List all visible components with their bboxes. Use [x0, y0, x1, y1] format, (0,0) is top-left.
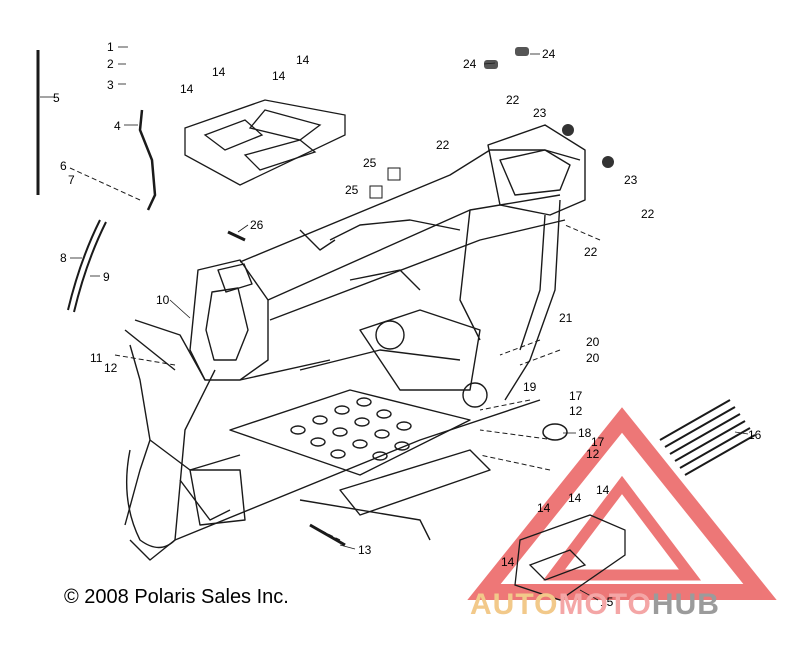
- callout-14-a: 14: [212, 65, 226, 79]
- callout-17-b: 17: [591, 435, 605, 449]
- callout-10: 10: [156, 293, 170, 307]
- callout-3: 3: [107, 78, 114, 92]
- callout-25-a: 25: [363, 156, 377, 170]
- callout-14-b: 14: [272, 69, 286, 83]
- callout-1: 1: [107, 40, 114, 54]
- callout-14-c: 14: [296, 53, 310, 67]
- callout-22-b: 22: [436, 138, 450, 152]
- part-callouts: 1 2 3 4 5 6 7 8 9 10 11 12 13 14 14 14 1…: [53, 40, 762, 609]
- callout-14-d: 14: [180, 82, 194, 96]
- callout-5: 5: [53, 91, 60, 105]
- callout-12-a: 12: [104, 361, 118, 375]
- callout-leaders: [40, 46, 749, 601]
- cable-part-8: [67, 219, 101, 311]
- callout-18: 18: [578, 426, 592, 440]
- callout-17-a: 17: [569, 389, 583, 403]
- callout-20-a: 20: [586, 335, 600, 349]
- top-plate-cover: [184, 99, 346, 186]
- callout-8: 8: [60, 251, 67, 265]
- grommet-part-23-b: [602, 156, 614, 168]
- bushing-part-25-a: [387, 167, 401, 181]
- callout-4: 4: [114, 119, 121, 133]
- grommet-part-23-a: [562, 124, 574, 136]
- callout-14-h: 14: [501, 555, 515, 569]
- lever-part-4: [138, 109, 157, 211]
- floor-holes: [290, 397, 412, 461]
- callout-22-a: 22: [506, 93, 520, 107]
- callout-24-a: 24: [463, 57, 477, 71]
- cap-part-24-b: [515, 47, 529, 56]
- callout-22-d: 22: [584, 245, 598, 259]
- cable-part-9: [73, 221, 107, 313]
- callout-13: 13: [358, 543, 372, 557]
- callout-25-b: 25: [345, 183, 359, 197]
- callout-14-g: 14: [537, 501, 551, 515]
- mount-part-18: [542, 423, 568, 441]
- bolt-part-13: [309, 523, 346, 547]
- callout-9: 9: [103, 270, 110, 284]
- main-frame: [124, 124, 586, 561]
- callout-16: 16: [748, 428, 762, 442]
- callout-26: 26: [250, 218, 264, 232]
- watermark-part-auto: AUTO: [470, 588, 559, 621]
- callout-22-c: 22: [641, 207, 655, 221]
- watermark-part-hub: HUB: [651, 588, 720, 621]
- callout-24-b: 24: [542, 47, 556, 61]
- callout-11: 11: [90, 351, 103, 365]
- callout-6: 6: [60, 159, 67, 173]
- callout-12-c: 12: [586, 447, 600, 461]
- watermark-text: AUTOMOTOHUB: [470, 588, 720, 622]
- callout-7: 7: [68, 173, 75, 187]
- callout-23-a: 23: [533, 106, 547, 120]
- skid-plate-part-15: [514, 514, 626, 601]
- callout-14-f: 14: [596, 483, 610, 497]
- watermark-part-moto: MOTO: [558, 588, 652, 621]
- callout-23-b: 23: [624, 173, 638, 187]
- bushing-part-25-b: [369, 185, 383, 199]
- pin-part-26: [227, 230, 246, 242]
- callout-21: 21: [559, 311, 573, 325]
- callout-12-b: 12: [569, 404, 583, 418]
- cap-part-24-a: [484, 60, 498, 69]
- leader-lines: [69, 167, 601, 541]
- straps-part-16: [659, 399, 756, 476]
- callout-2: 2: [107, 57, 114, 71]
- callout-14-e: 14: [568, 491, 582, 505]
- callout-20-b: 20: [586, 351, 600, 365]
- copyright-notice: © 2008 Polaris Sales Inc.: [64, 586, 289, 608]
- callout-15: 15: [600, 595, 614, 609]
- watermark-triangle: [467, 407, 777, 600]
- callout-19: 19: [523, 380, 537, 394]
